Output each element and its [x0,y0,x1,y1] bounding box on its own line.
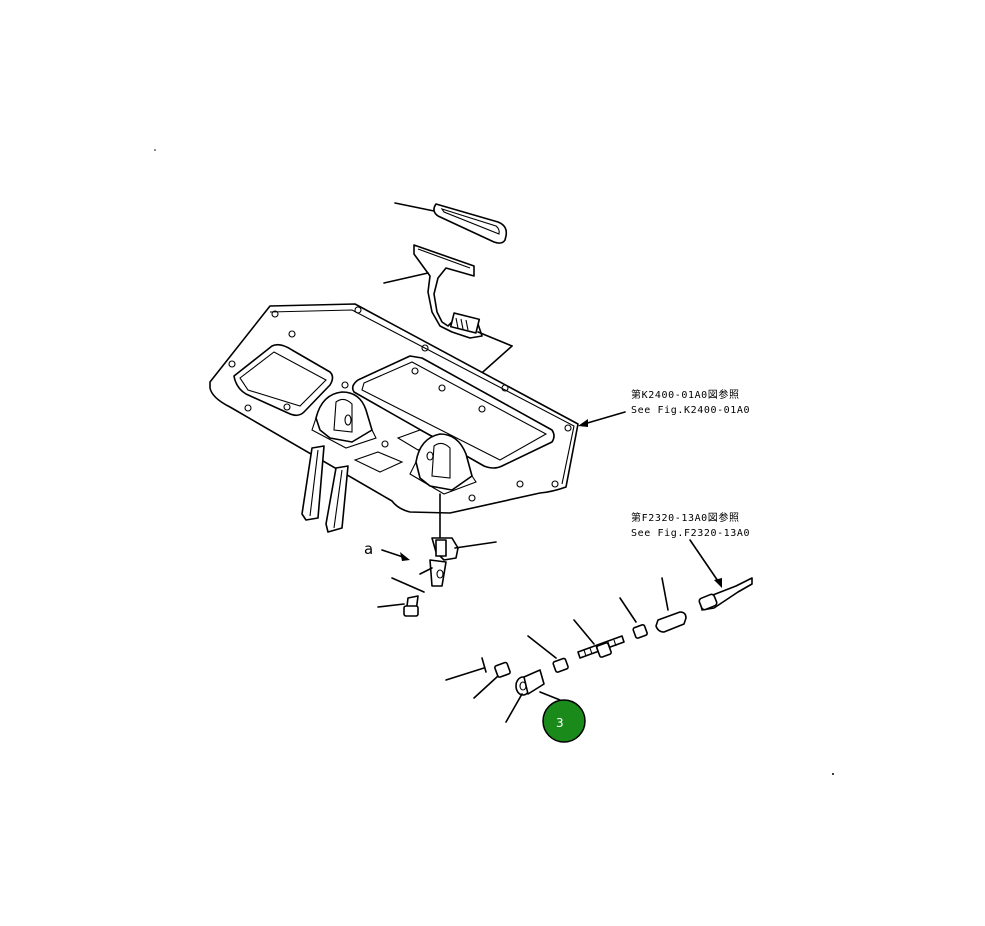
reference-f2320: 第F2320-13A0図参照 See Fig.F2320-13A0 [631,511,750,588]
adjusting-screw [573,619,625,659]
reference-k2400: 第K2400-01A0図参照 See Fig.K2400-01A0 [578,388,750,427]
callout-number: 3 [556,716,564,730]
callout-circle[interactable] [542,699,586,743]
reference-k2400-jp: 第K2400-01A0図参照 [631,388,740,401]
right-pedal-bracket [409,433,477,495]
print-speck [832,773,834,775]
pedal-pad [394,202,508,244]
cotter-pin [445,657,487,681]
print-speck [154,149,156,151]
linkage-rod-end [698,577,753,611]
support-legs [301,445,349,533]
nut-lower [473,661,511,699]
adjuster-sleeve [655,577,687,633]
lock-nut-upper [619,597,648,639]
reference-f2320-en: See Fig.F2320-13A0 [631,528,750,539]
mounting-bolt [377,595,419,617]
reference-k2400-en: See Fig.K2400-01A0 [631,405,750,416]
view-label-a: a [364,540,410,561]
view-letter: a [364,540,373,558]
floor-plate [209,303,579,514]
nut-middle [527,635,569,673]
clevis-joint [391,493,497,593]
callout-3[interactable]: 3 [539,691,586,743]
washer-bushing [505,669,545,723]
reference-f2320-jp: 第F2320-13A0図参照 [631,511,740,524]
left-pedal-bracket [311,391,377,449]
